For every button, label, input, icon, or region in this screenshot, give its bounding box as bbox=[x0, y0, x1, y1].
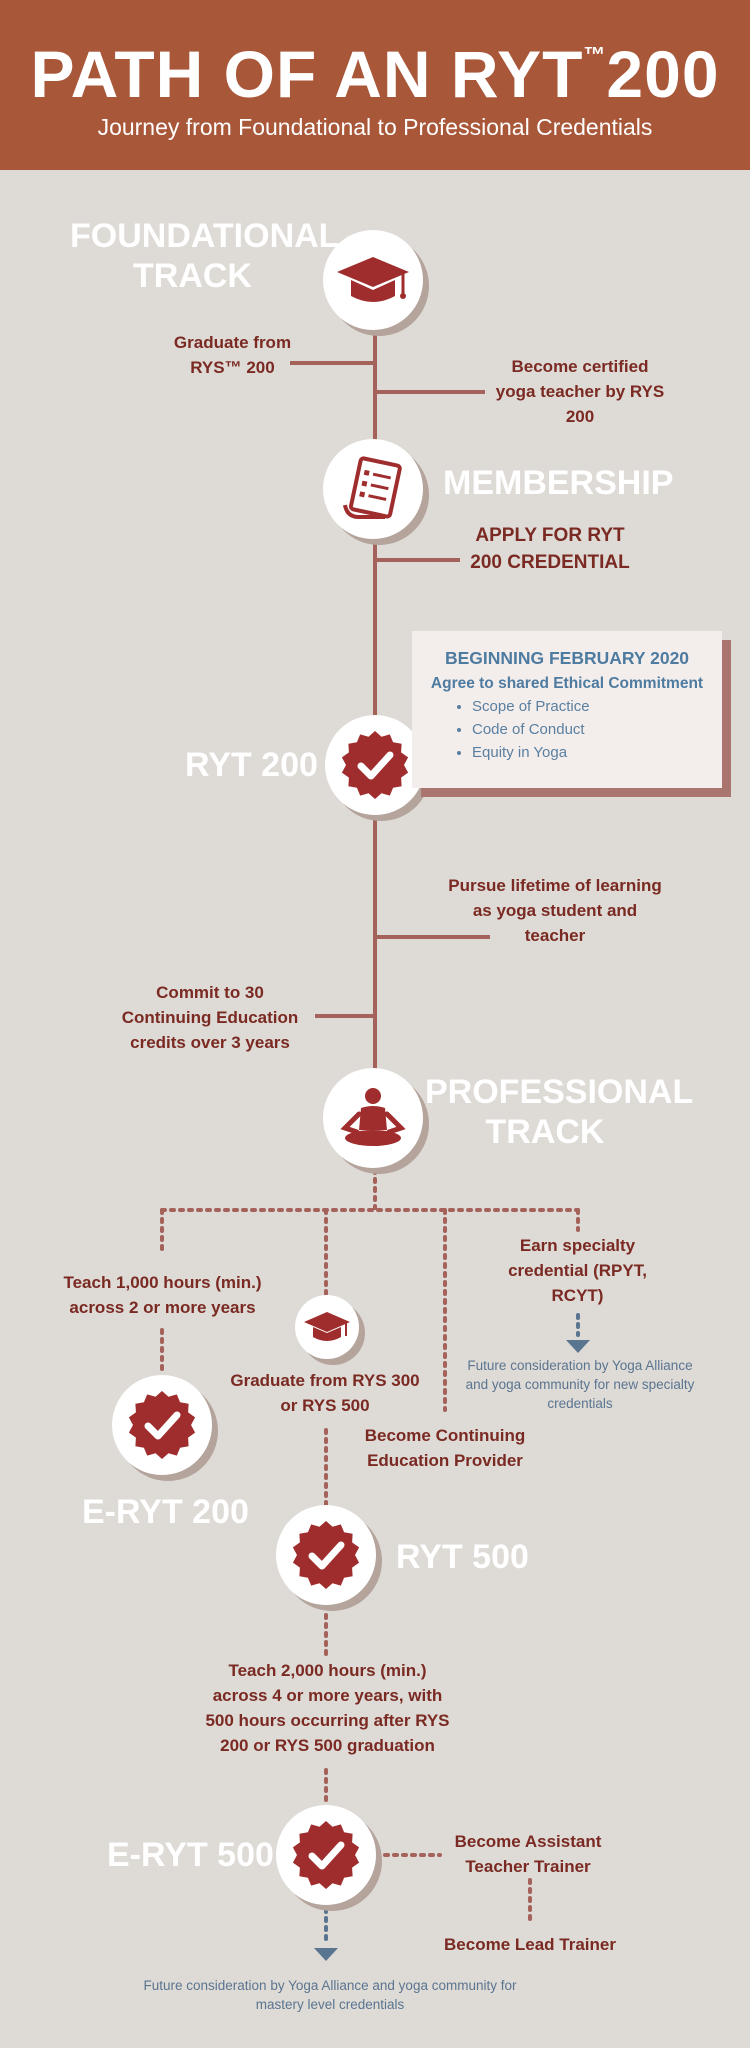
ethics-item: Equity in Yoga bbox=[472, 741, 590, 764]
check-badge-icon bbox=[128, 1391, 196, 1459]
step-assistant-trainer: Become Assistant Teacher Trainer bbox=[454, 1832, 602, 1876]
graduate-small-icon-circle bbox=[295, 1295, 359, 1359]
step-lead-trainer: Become Lead Trainer bbox=[444, 1935, 616, 1954]
eryt500-icon-circle bbox=[276, 1805, 376, 1905]
stage-eryt200: E-RYT 200 bbox=[82, 1493, 249, 1531]
step-teach2000: Teach 2,000 hours (min.) across 4 or mor… bbox=[205, 1661, 450, 1755]
check-badge-icon bbox=[292, 1521, 360, 1589]
professional-icon-circle bbox=[323, 1068, 423, 1168]
step-lifetime: Pursue lifetime of learning as yoga stud… bbox=[448, 876, 662, 945]
stage-foundational: FOUNDATIONAL TRACK bbox=[70, 217, 340, 295]
title-number: 200 bbox=[606, 37, 720, 111]
stage-professional: PROFESSIONAL TRACK bbox=[425, 1073, 694, 1151]
step-commit: Commit to 30 Continuing Education credit… bbox=[121, 983, 299, 1052]
graduation-cap-icon bbox=[337, 257, 409, 302]
trademark-mark: ™ bbox=[583, 42, 607, 67]
step-teach1000: Teach 1,000 hours (min.) across 2 or mor… bbox=[63, 1273, 262, 1317]
document-scroll-icon bbox=[343, 456, 402, 519]
step-certified: Become certified yoga teacher by RYS 200 bbox=[495, 357, 665, 426]
membership-icon-circle bbox=[323, 439, 423, 539]
ethics-list: Scope of Practice Code of Conduct Equity… bbox=[452, 695, 590, 764]
step-graduate-rys300: Graduate from RYS 300 or RYS 500 bbox=[230, 1371, 420, 1415]
ethics-item: Scope of Practice bbox=[472, 695, 590, 718]
step-cep: Become Continuing Education Provider bbox=[364, 1426, 526, 1470]
step-specialty: Earn specialty credential (RPYT, RCYT) bbox=[508, 1236, 647, 1305]
title-text: PATH OF AN RYT bbox=[30, 37, 584, 111]
meditation-figure-icon bbox=[340, 1088, 406, 1146]
ethics-subheading: Agree to shared Ethical Commitment bbox=[430, 675, 704, 692]
stage-membership: MEMBERSHIP bbox=[443, 464, 674, 502]
ethics-heading: BEGINNING FEBRUARY 2020 bbox=[444, 648, 690, 668]
check-badge-icon bbox=[292, 1821, 360, 1889]
page-subtitle: Journey from Foundational to Professiona… bbox=[97, 114, 653, 140]
note-specialty-future: Future consideration by Yoga Alliance an… bbox=[465, 1358, 695, 1411]
ryt500-icon-circle bbox=[276, 1505, 376, 1605]
stage-ryt200: RYT 200 bbox=[185, 746, 318, 784]
stage-ryt500: RYT 500 bbox=[396, 1538, 529, 1576]
ethics-commitment-box: BEGINNING FEBRUARY 2020 Agree to shared … bbox=[412, 631, 722, 788]
foundational-icon-circle bbox=[323, 230, 423, 330]
eryt200-icon-circle bbox=[112, 1375, 212, 1475]
header-banner: PATH OF AN RYT™200 Journey from Foundati… bbox=[0, 0, 750, 170]
check-badge-icon bbox=[341, 731, 409, 799]
note-mastery-future: Future consideration by Yoga Alliance an… bbox=[143, 1978, 517, 2012]
stage-eryt500: E-RYT 500 bbox=[107, 1836, 274, 1874]
page-title: PATH OF AN RYT™200 bbox=[0, 36, 750, 112]
ethics-item: Code of Conduct bbox=[472, 718, 590, 741]
graduation-cap-icon bbox=[304, 1312, 350, 1341]
ryt200-icon-circle bbox=[325, 715, 425, 815]
step-apply: APPLY FOR RYT 200 CREDENTIAL bbox=[470, 525, 630, 573]
step-graduate-rys200: Graduate from RYS™ 200 bbox=[173, 333, 292, 377]
